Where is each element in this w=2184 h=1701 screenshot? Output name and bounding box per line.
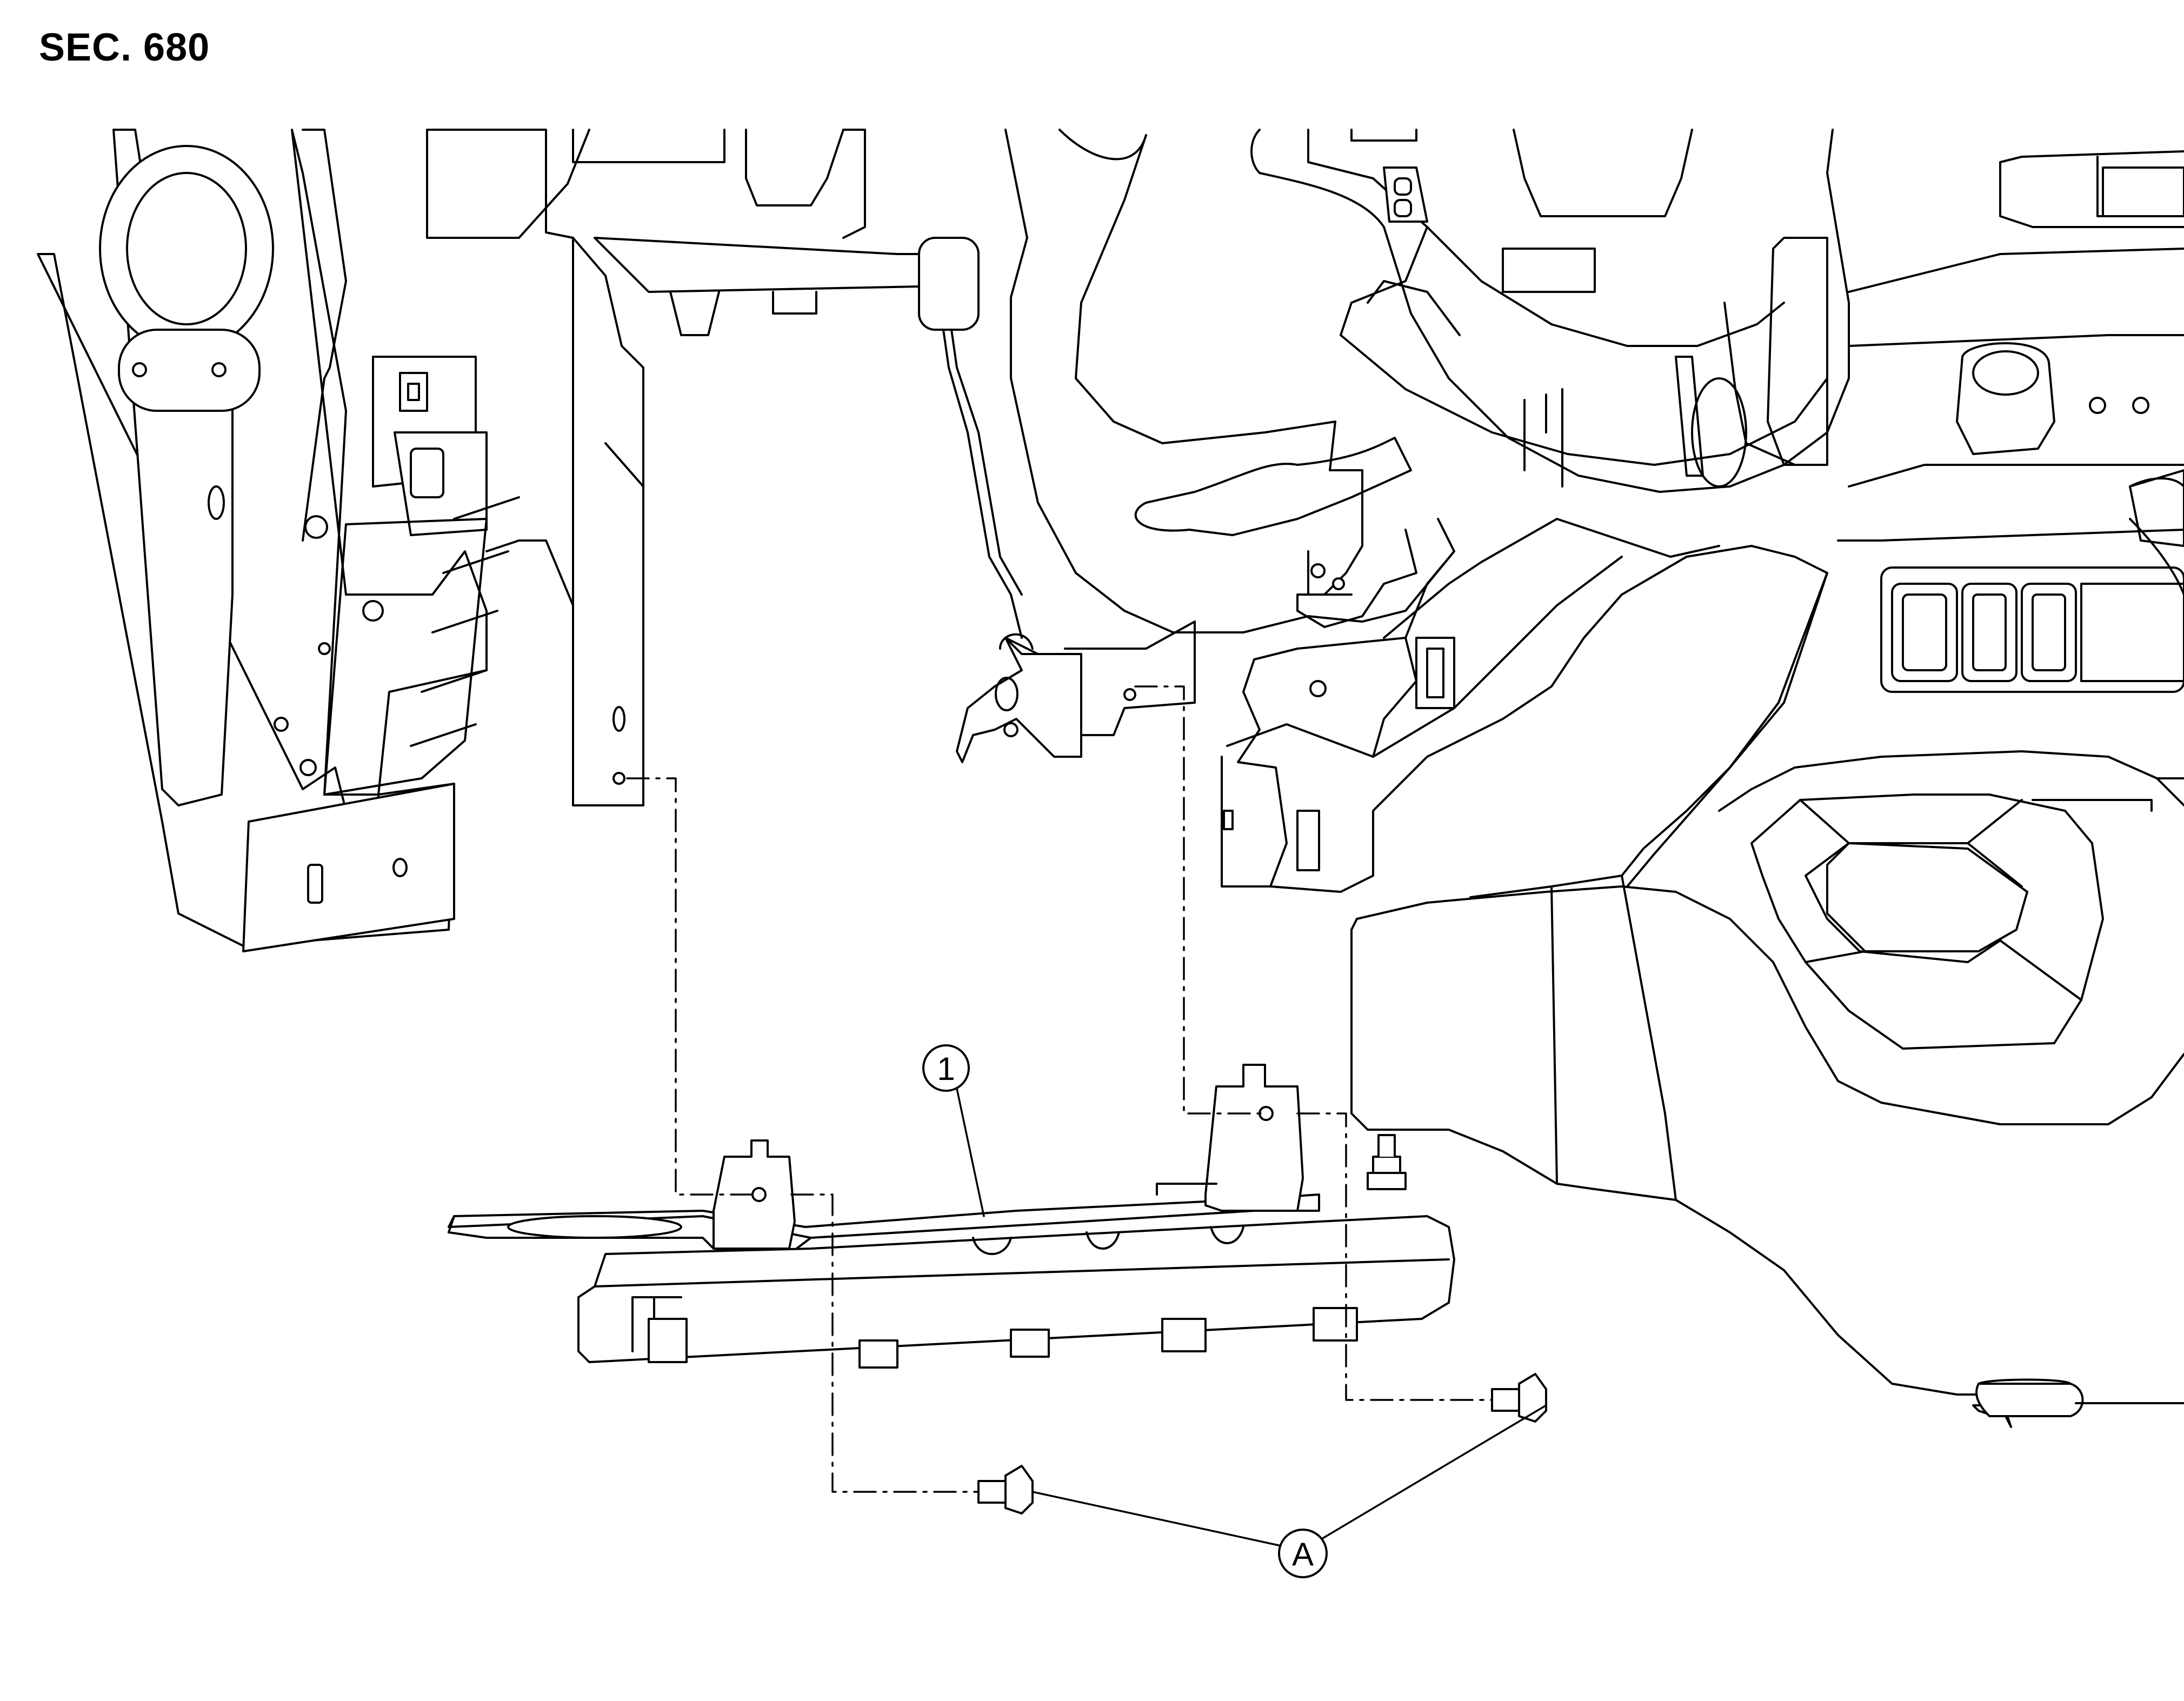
right-dash-panel [1837, 150, 2184, 693]
alignment-lines [626, 685, 1493, 1493]
bolt-a-left [977, 1465, 1034, 1515]
steering-column-and-wheel [1004, 129, 1850, 633]
callout-a: A [1278, 1529, 1328, 1578]
right-clip [1975, 1378, 2184, 1417]
left-pillar-assembly [37, 129, 520, 952]
callout-1: 1 [922, 1044, 970, 1092]
center-knee-panel [1064, 421, 1828, 898]
callout-1-label: 1 [937, 1051, 955, 1087]
callout-a-label: A [1292, 1536, 1314, 1572]
bolt-a-right [1491, 1373, 1547, 1423]
section-label: SEC. 680 [39, 26, 210, 69]
lower-right-duct [1350, 477, 2184, 1428]
left-mounting-bracket [426, 129, 644, 806]
leader-lines [956, 1088, 1547, 1547]
part-1-knee-bolster [448, 1064, 1455, 1369]
upper-dash-panel [426, 129, 1023, 639]
harness-bracket [956, 633, 1082, 763]
